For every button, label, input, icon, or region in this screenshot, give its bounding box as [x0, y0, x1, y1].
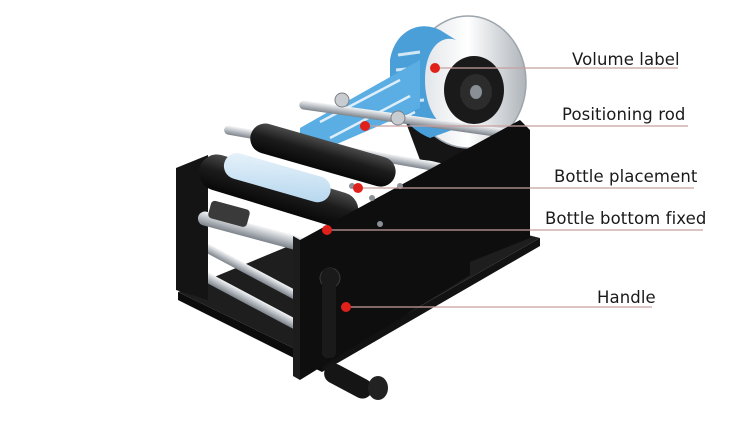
- front-left-plate: [176, 155, 208, 300]
- label-bottle-placement: Bottle placement: [554, 167, 698, 186]
- label-positioning-rod: Positioning rod: [562, 105, 686, 124]
- callout-dot-bottle-placement: [353, 183, 363, 193]
- front-side-plate: [300, 120, 530, 380]
- positioning-rod: [299, 100, 528, 141]
- backing-paper-roll: [223, 153, 331, 203]
- leader-lines: [327, 67, 703, 308]
- callout-dots: [322, 63, 440, 312]
- callout-dot-volume-label: [430, 63, 440, 73]
- label-volume-label: Volume label: [572, 50, 680, 69]
- callout-dot-bottle-bottom-fixed: [322, 225, 332, 235]
- crank-handle: [319, 267, 388, 400]
- callout-dot-positioning-rod: [360, 121, 370, 131]
- black-roller-upper: [250, 123, 396, 187]
- bottom-rod: [197, 269, 314, 337]
- label-bottle-bottom-fixed: Bottle bottom fixed: [545, 209, 707, 228]
- label-handle: Handle: [597, 288, 656, 307]
- callout-dot-handle: [341, 302, 351, 312]
